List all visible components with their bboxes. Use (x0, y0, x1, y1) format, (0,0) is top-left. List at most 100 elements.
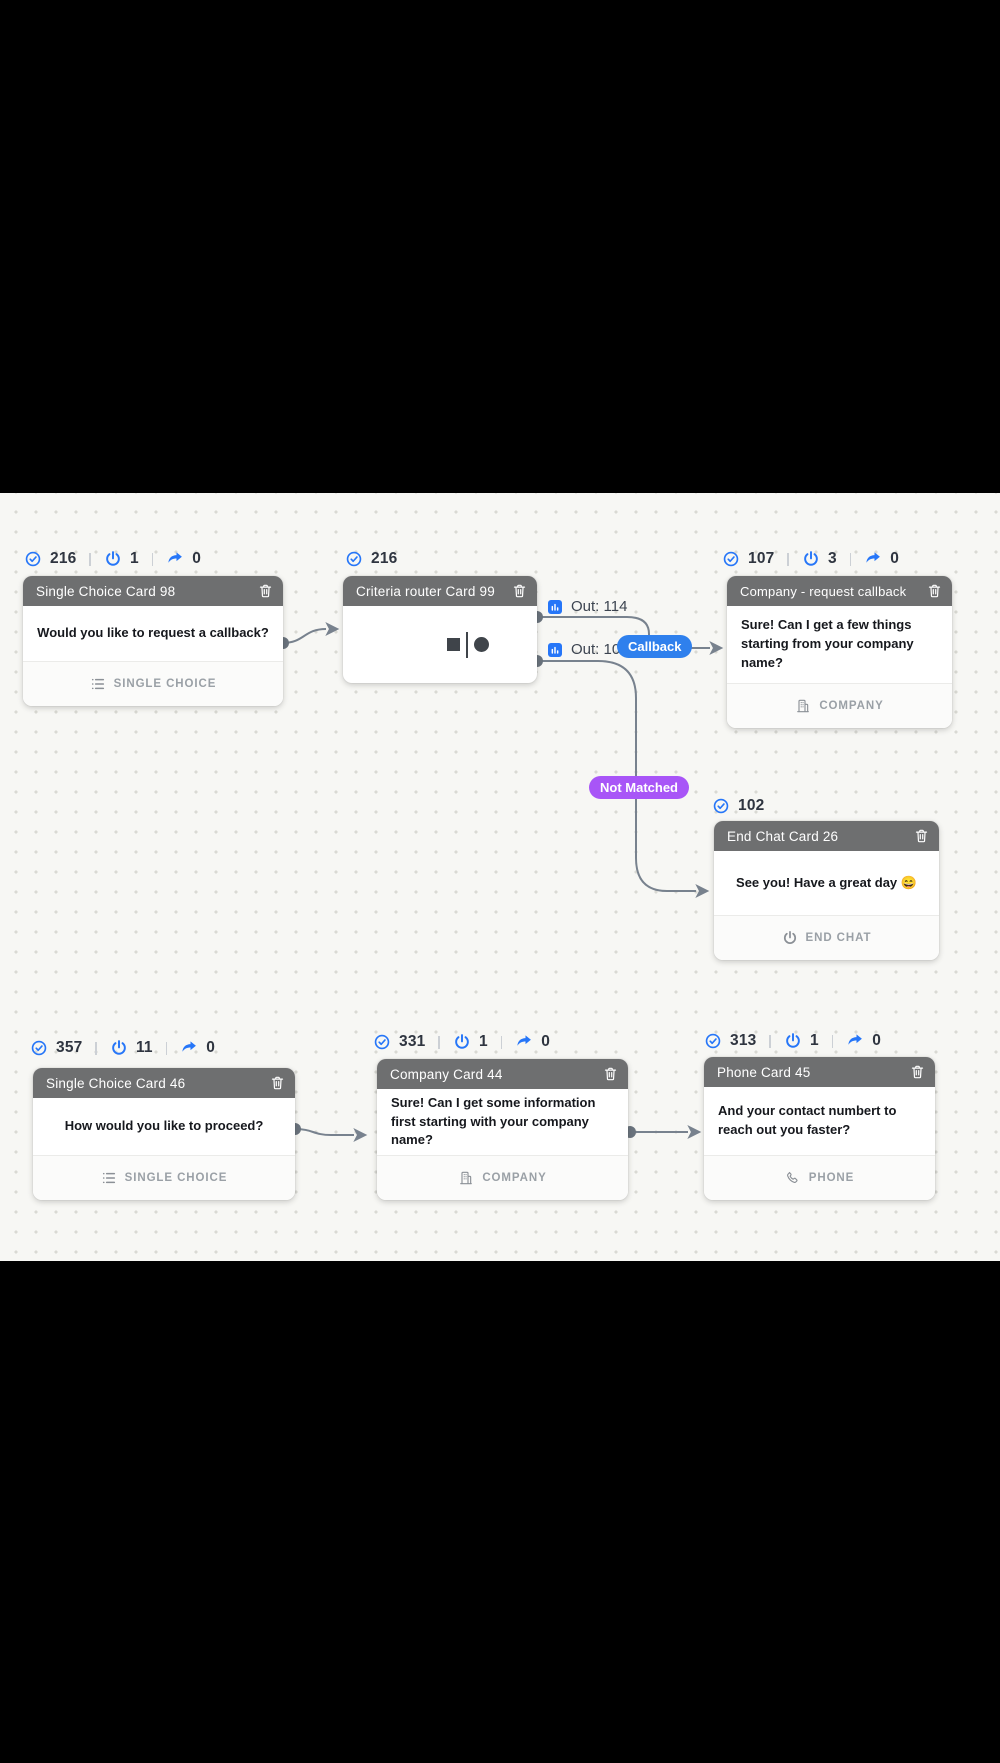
power-count: 1 (478, 1033, 488, 1050)
card-message: Would you like to request a callback? (37, 625, 269, 641)
card-type-label: END CHAT (805, 932, 872, 944)
checks-badge-icon (712, 797, 730, 815)
building-icon (458, 1170, 474, 1186)
card-footer: SINGLE CHOICE (33, 1155, 295, 1200)
stats-divider (165, 1041, 168, 1055)
share-icon (166, 550, 184, 568)
node-single-choice-card-46[interactable]: Single Choice Card 46 How would you like… (33, 1068, 295, 1200)
card-message: And your contact numbert to reach out yo… (718, 1103, 897, 1137)
chart-icon (547, 642, 563, 658)
delete-button[interactable] (913, 827, 930, 845)
checks-count: 107 (748, 550, 775, 567)
share-count: 0 (192, 550, 202, 567)
delete-button[interactable] (926, 582, 943, 600)
stats-divider (95, 1041, 97, 1055)
card-footer: COMPANY (377, 1155, 628, 1200)
power-icon (110, 1039, 128, 1057)
power-count: 3 (827, 550, 837, 567)
power-icon (784, 1032, 802, 1050)
node-stats-router99: 216 (345, 549, 397, 569)
card-body: How would you like to proceed? (33, 1098, 295, 1155)
checks-badge-icon (722, 550, 740, 568)
card-type-label: COMPANY (482, 1172, 547, 1184)
card-type-label: SINGLE CHOICE (124, 1172, 228, 1184)
card-title: Single Choice Card 98 (36, 583, 176, 599)
power-count: 11 (135, 1039, 153, 1056)
share-count: 0 (541, 1033, 551, 1050)
delete-button[interactable] (909, 1063, 926, 1081)
card-header[interactable]: Phone Card 45 (704, 1057, 935, 1087)
node-company-request-callback-card[interactable]: Company - request callback Sure! Can I g… (727, 576, 952, 728)
delete-button[interactable] (602, 1065, 619, 1083)
criteria-router-icon (446, 631, 490, 658)
card-header[interactable]: End Chat Card 26 (714, 821, 939, 851)
card-footer: SINGLE CHOICE (23, 661, 283, 706)
card-header[interactable]: Company - request callback (727, 576, 952, 606)
edge-label-callback[interactable]: Callback (617, 635, 693, 658)
building-icon (795, 698, 811, 714)
card-body: And your contact numbert to reach out yo… (704, 1087, 935, 1155)
node-stats-company44: 331 1 0 (373, 1032, 550, 1052)
stats-divider (438, 1035, 440, 1049)
node-stats-phone45: 313 1 0 (704, 1031, 881, 1051)
list-icon (90, 676, 106, 692)
card-type-label: SINGLE CHOICE (113, 678, 217, 690)
list-icon (101, 1170, 117, 1186)
card-message: How would you like to proceed? (64, 1118, 264, 1134)
stats-divider (787, 552, 789, 566)
card-title: Single Choice Card 46 (46, 1075, 186, 1091)
stats-divider (89, 552, 91, 566)
checks-badge-icon (345, 550, 363, 568)
stats-divider (849, 552, 852, 566)
share-count: 0 (890, 550, 900, 567)
card-header[interactable]: Criteria router Card 99 (343, 576, 537, 606)
card-body (343, 606, 537, 683)
card-footer: END CHAT (714, 915, 939, 960)
node-single-choice-card-98[interactable]: Single Choice Card 98 Would you like to … (23, 576, 283, 706)
card-footer: COMPANY (727, 683, 952, 728)
share-icon (864, 550, 882, 568)
router-output-2: Out: 10 (547, 641, 620, 658)
node-criteria-router-card-99[interactable]: Criteria router Card 99 (343, 576, 537, 683)
phone-icon (785, 1170, 801, 1186)
card-header[interactable]: Single Choice Card 98 (23, 576, 283, 606)
stats-divider (831, 1034, 834, 1048)
card-message: Sure! Can I get a few things starting fr… (741, 617, 914, 670)
stats-divider (500, 1035, 503, 1049)
card-message: Sure! Can I get some information first s… (391, 1094, 596, 1148)
card-header[interactable]: Company Card 44 (377, 1059, 628, 1089)
stats-divider (769, 1034, 771, 1048)
stats-divider (151, 552, 154, 566)
card-body: See you! Have a great day 😄 (714, 851, 939, 915)
power-icon (453, 1033, 471, 1051)
power-icon (782, 930, 798, 946)
share-count: 0 (206, 1039, 216, 1056)
node-end-chat-card-26[interactable]: End Chat Card 26 See you! Have a great d… (714, 821, 939, 960)
chart-icon (547, 599, 563, 615)
node-phone-card-45[interactable]: Phone Card 45 And your contact numbert t… (704, 1057, 935, 1200)
checks-count: 313 (730, 1032, 757, 1049)
delete-button[interactable] (257, 582, 274, 600)
share-icon (515, 1033, 533, 1051)
card-type-label: COMPANY (819, 700, 884, 712)
card-message: See you! Have a great day 😄 (736, 874, 917, 890)
card-body: Sure! Can I get some information first s… (377, 1089, 628, 1155)
card-header[interactable]: Single Choice Card 46 (33, 1068, 295, 1098)
delete-button[interactable] (269, 1074, 286, 1092)
power-icon (104, 550, 122, 568)
card-title: Phone Card 45 (717, 1064, 811, 1080)
checks-count: 216 (371, 550, 398, 567)
power-count: 1 (809, 1032, 819, 1049)
delete-button[interactable] (511, 582, 528, 600)
node-company-card-44[interactable]: Company Card 44 Sure! Can I get some inf… (377, 1059, 628, 1200)
checks-badge-icon (30, 1039, 48, 1057)
node-stats-sc98: 216 1 0 (24, 549, 201, 569)
card-title: Criteria router Card 99 (356, 583, 495, 599)
node-stats-sc46: 357 11 0 (30, 1038, 215, 1058)
power-icon (802, 550, 820, 568)
edge-label-not-matched[interactable]: Not Matched (589, 776, 689, 799)
checks-badge-icon (704, 1032, 722, 1050)
output-label: Out: 114 (571, 598, 628, 615)
card-body: Would you like to request a callback? (23, 606, 283, 661)
